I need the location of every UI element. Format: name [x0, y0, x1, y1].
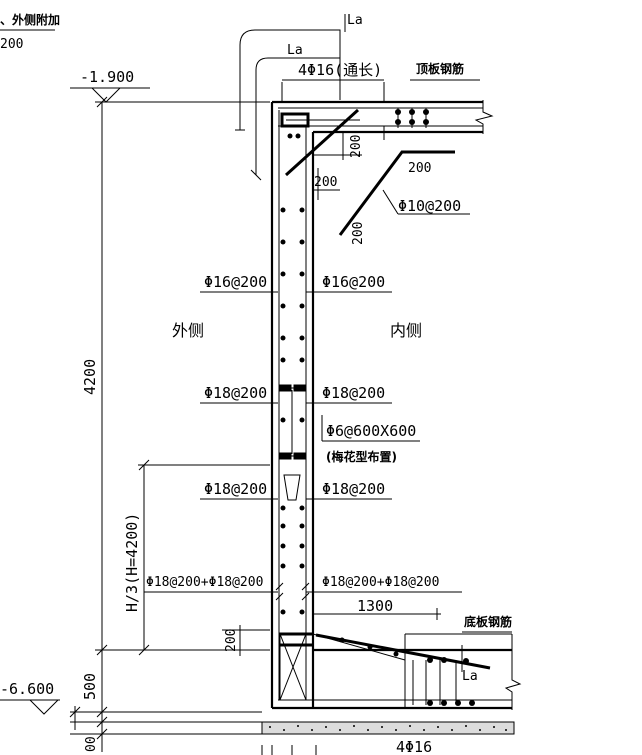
top-left-sub: 200	[0, 37, 23, 52]
dim-00-label: 00	[84, 736, 99, 752]
outer-side-label: 外侧	[172, 321, 204, 340]
dim-200-low: 200	[224, 629, 239, 652]
bar-16-right: Φ16@200	[322, 273, 385, 291]
wall-tie-marks	[275, 384, 310, 601]
roof-slab-bars-label: 顶板钢筋	[416, 61, 464, 76]
top-bar-label: 4Φ16(通长)	[298, 61, 382, 79]
elevation-top: -1.900	[80, 68, 134, 86]
blinding-layer	[261, 721, 515, 735]
bar-18-left-a: Φ18@200	[204, 384, 267, 402]
dim-third-label: H/3(H=4200)	[123, 513, 141, 612]
dim-200-c: 200	[408, 161, 431, 176]
top-left-note: 、外侧附加	[0, 12, 60, 27]
bar-combo-left: Φ18@200+Φ18@200	[146, 575, 263, 590]
tie-bar-label: Φ6@600X600	[326, 422, 416, 440]
bar-18-right-a: Φ18@200	[322, 384, 385, 402]
roof-slab	[272, 79, 494, 140]
elevation-bottom: -6.600	[0, 680, 54, 698]
floor-slab-bars-label: 底板钢筋	[464, 614, 512, 629]
dim-200-b: 200	[314, 175, 337, 190]
top-hook-outer	[239, 29, 341, 130]
la-bottom-label: La	[462, 669, 478, 684]
dim-height-label: 4200	[81, 359, 99, 395]
bar-16-left: Φ16@200	[204, 273, 267, 291]
wall-bar-dots	[280, 133, 305, 615]
dim-1300-label: 1300	[357, 597, 393, 615]
dim-500-label: 500	[81, 673, 99, 700]
dim-200-d: 200	[351, 222, 366, 245]
corner-bar-detail	[338, 150, 455, 236]
inner-side-label: 内侧	[390, 321, 422, 340]
stirrup-corner-label: Φ10@200	[398, 197, 461, 215]
haunch-line	[284, 108, 360, 177]
bar-18-right-b: Φ18@200	[322, 480, 385, 498]
dim-200-a: 200	[349, 135, 364, 158]
bottom-bar-label: 4Φ16	[396, 738, 432, 755]
la-top-label: La	[347, 13, 363, 28]
bar-combo-right: Φ18@200+Φ18@200	[322, 575, 439, 590]
tie-note-label: (梅花型布置)	[326, 449, 397, 464]
top-hook-inner	[255, 57, 340, 175]
la-mid-label: La	[287, 43, 303, 58]
floor-slab	[272, 633, 522, 710]
blinding-speckles	[269, 725, 507, 731]
bar-18-left-b: Φ18@200	[204, 480, 267, 498]
